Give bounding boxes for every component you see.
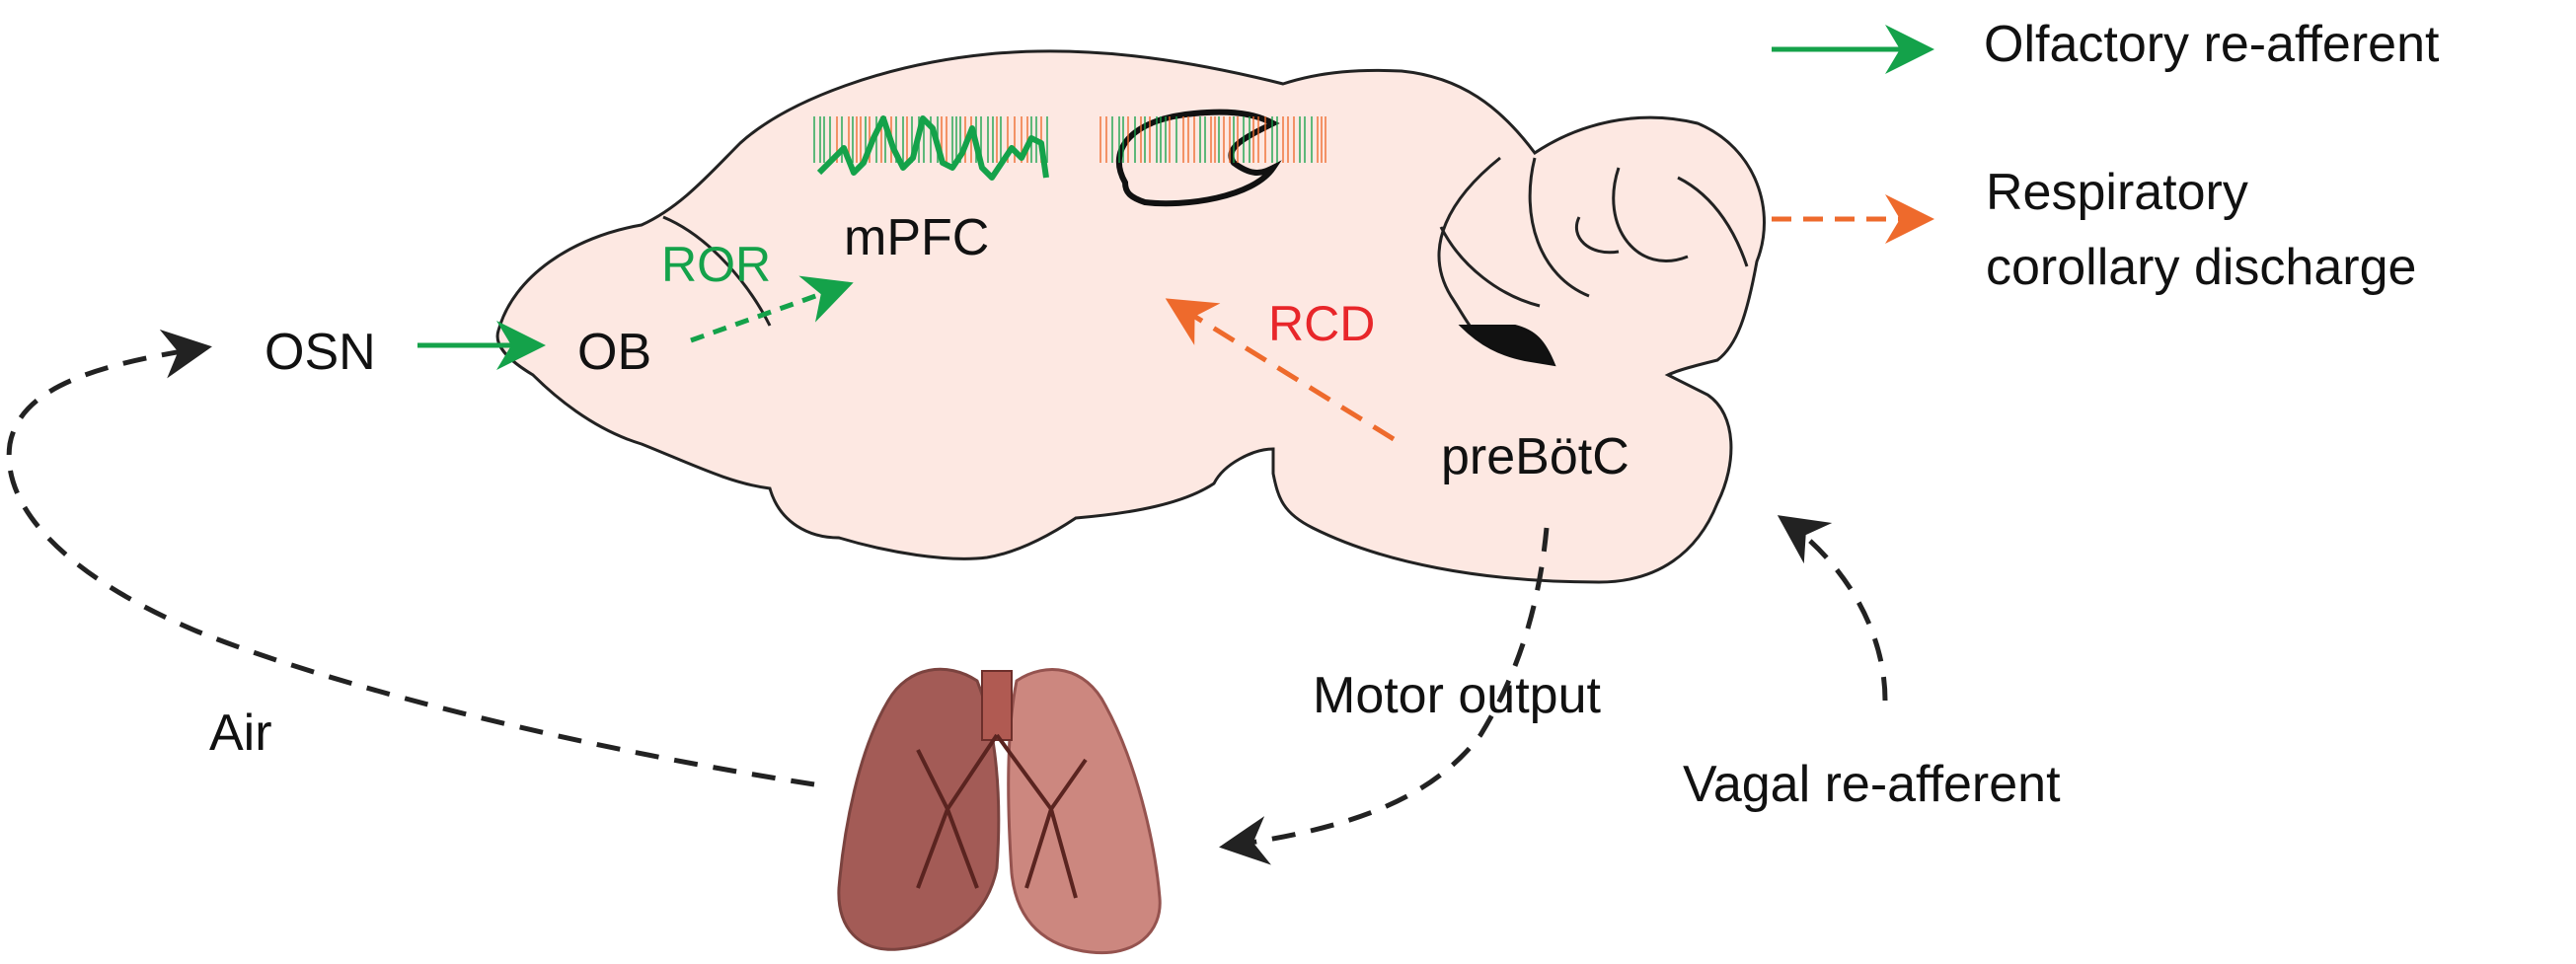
motor-output-arrow xyxy=(1219,527,1550,865)
label-mpfc: mPFC xyxy=(844,209,989,266)
air-arrow xyxy=(6,329,815,787)
brain-outline xyxy=(495,49,1766,584)
brainstem-dark-region xyxy=(1458,325,1556,367)
cerebellum-folds xyxy=(1437,156,1749,357)
legend-respiratory-label-line1: Respiratory xyxy=(1986,164,2248,221)
lungs-illustration xyxy=(837,667,1162,955)
ob-to-mpfc-ror-arrow xyxy=(690,275,854,343)
legend-respiratory-label-line2: corollary discharge xyxy=(1986,239,2416,296)
label-motor-output: Motor output xyxy=(1313,667,1601,724)
label-vagal-re-afferent: Vagal re-afferent xyxy=(1683,756,2061,813)
legend: Olfactory re-afferent Respiratory coroll… xyxy=(1772,16,2440,296)
hippocampus-spike-raster xyxy=(1099,116,1326,163)
trachea xyxy=(981,670,1013,741)
bronchi xyxy=(916,733,1088,899)
label-osn: OSN xyxy=(265,324,376,381)
vagal-re-afferent-arrow xyxy=(1777,515,1888,702)
left-lung xyxy=(837,667,1001,951)
brain-illustration xyxy=(495,49,1766,584)
label-prebotc: preBötC xyxy=(1441,428,1629,485)
legend-olfactory-label: Olfactory re-afferent xyxy=(1984,16,2440,73)
right-lung xyxy=(1007,668,1162,955)
mpfc-oscillation-trace xyxy=(816,115,1049,181)
label-ror: ROR xyxy=(661,237,771,292)
olfactory-peduncle-line xyxy=(662,215,772,327)
prebotc-to-cortex-rcd-arrow xyxy=(1165,298,1396,442)
label-rcd: RCD xyxy=(1268,296,1375,351)
label-ob: OB xyxy=(577,324,651,381)
label-air: Air xyxy=(209,704,272,762)
